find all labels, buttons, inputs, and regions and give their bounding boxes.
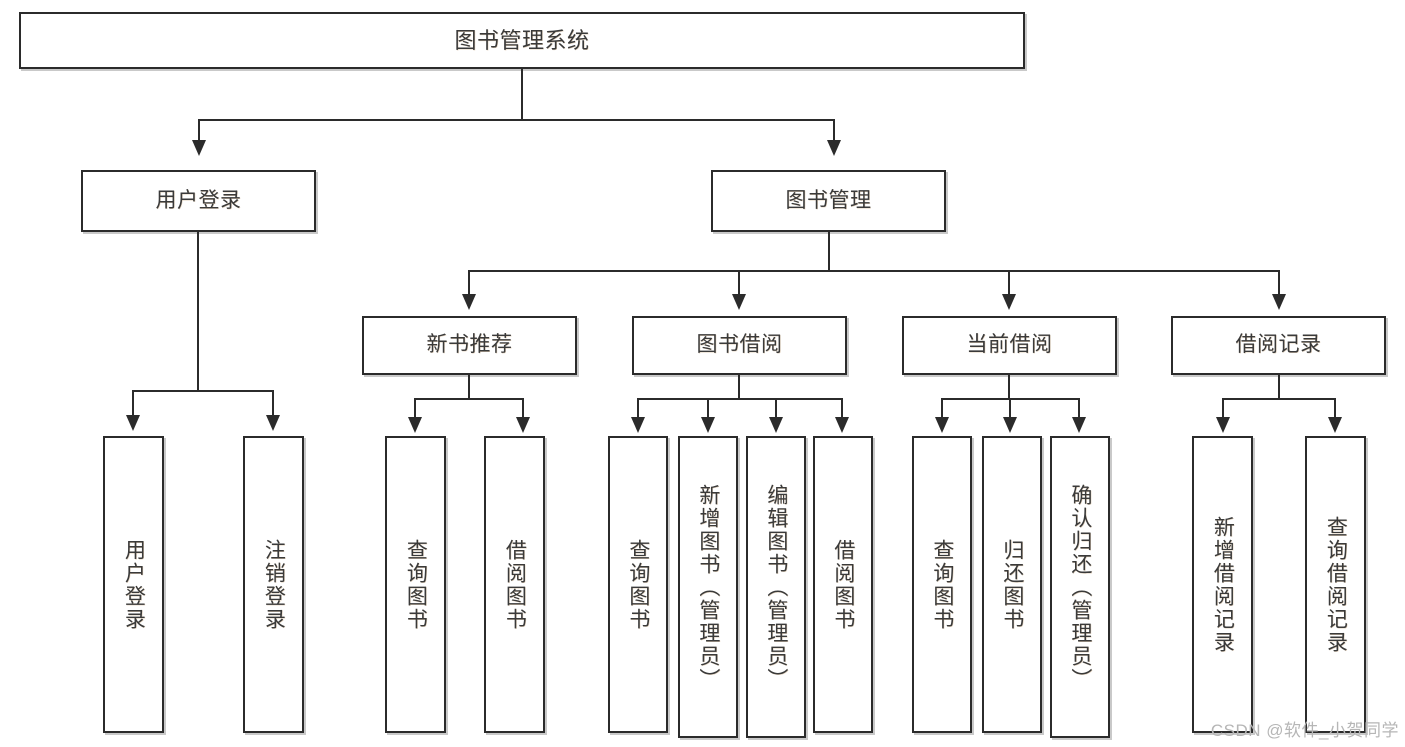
arrowhead-borrow-record-leaf-2 xyxy=(1328,417,1342,433)
leaf-label: 编辑图书（管理员） xyxy=(764,483,788,691)
leaf-add-book-admin[interactable]: 新增图书（管理员） xyxy=(678,436,738,738)
connector-current-borrow-branch-2 xyxy=(1009,398,1011,419)
connector-user-login-bus xyxy=(132,390,274,392)
connector-book-borrow-branch-4 xyxy=(841,398,843,419)
leaf-borrow-book-new[interactable]: 借阅图书 xyxy=(484,436,545,733)
arrowhead-to-book-borrow xyxy=(732,294,746,310)
arrowhead-borrow-record-leaf-1 xyxy=(1216,417,1230,433)
leaf-confirm-return-admin[interactable]: 确认归还（管理员） xyxy=(1050,436,1110,738)
connector-book-management-stem xyxy=(828,232,830,272)
connector-new-book-branch-2 xyxy=(522,398,524,419)
node-label: 新书推荐 xyxy=(426,333,513,357)
leaf-logout[interactable]: 注销登录 xyxy=(243,436,304,733)
connector-user-login-stem xyxy=(197,232,199,392)
leaf-borrow-book[interactable]: 借阅图书 xyxy=(813,436,873,733)
connector-to-new-book xyxy=(468,270,470,296)
leaf-label: 借阅图书 xyxy=(831,538,855,631)
leaf-label: 查询图书 xyxy=(626,538,650,631)
arrowhead-user-login-leaf-1 xyxy=(126,415,140,431)
node-label: 图书借阅 xyxy=(696,333,783,357)
leaf-add-borrow-record[interactable]: 新增借阅记录 xyxy=(1192,436,1253,733)
leaf-label: 新增图书（管理员） xyxy=(696,483,720,691)
connector-current-borrow-branch-3 xyxy=(1078,398,1080,419)
leaf-user-login[interactable]: 用户登录 xyxy=(103,436,164,733)
connector-new-book-branch-1 xyxy=(414,398,416,419)
connector-root-to-user-login xyxy=(198,119,200,142)
leaf-label: 注销登录 xyxy=(262,538,286,631)
leaf-label: 查询图书 xyxy=(404,538,428,631)
leaf-label: 查询借阅记录 xyxy=(1324,515,1348,654)
node-book-management[interactable]: 图书管理 xyxy=(711,170,946,232)
arrowhead-user-login-leaf-2 xyxy=(266,415,280,431)
arrowhead-to-user-login xyxy=(192,140,206,156)
arrowhead-book-borrow-leaf-3 xyxy=(769,417,783,433)
leaf-label: 归还图书 xyxy=(1000,538,1024,631)
connector-to-current-borrow xyxy=(1008,270,1010,296)
watermark-text: CSDN @软件_小贺同学 xyxy=(1210,721,1399,740)
arrowhead-current-borrow-leaf-2 xyxy=(1003,417,1017,433)
connector-root-stem xyxy=(521,69,523,120)
node-current-borrow[interactable]: 当前借阅 xyxy=(902,316,1117,375)
arrowhead-book-borrow-leaf-2 xyxy=(701,417,715,433)
arrowhead-current-borrow-leaf-3 xyxy=(1072,417,1086,433)
leaf-return-book[interactable]: 归还图书 xyxy=(982,436,1042,733)
leaf-label: 确认归还（管理员） xyxy=(1068,483,1092,691)
connector-root-to-book-management xyxy=(833,119,835,142)
leaf-query-book-current[interactable]: 查询图书 xyxy=(912,436,972,733)
leaf-query-book-borrow[interactable]: 查询图书 xyxy=(608,436,668,733)
node-borrow-record[interactable]: 借阅记录 xyxy=(1171,316,1386,375)
leaf-label: 用户登录 xyxy=(122,538,146,631)
connector-to-book-borrow xyxy=(738,270,740,296)
connector-new-book-stem xyxy=(468,375,470,400)
connector-book-borrow-branch-3 xyxy=(775,398,777,419)
connector-root-bus xyxy=(198,119,835,121)
leaf-query-book-new[interactable]: 查询图书 xyxy=(385,436,446,733)
node-root-book-management-system[interactable]: 图书管理系统 xyxy=(19,12,1025,69)
leaf-edit-book-admin[interactable]: 编辑图书（管理员） xyxy=(746,436,806,738)
connector-book-borrow-branch-2 xyxy=(707,398,709,419)
arrowhead-to-current-borrow xyxy=(1002,294,1016,310)
connector-borrow-record-bus xyxy=(1222,398,1336,400)
leaf-label: 查询图书 xyxy=(930,538,954,631)
connector-current-borrow-stem xyxy=(1008,375,1010,400)
node-label: 图书管理 xyxy=(785,188,872,212)
leaf-label: 借阅图书 xyxy=(503,538,527,631)
connector-borrow-record-branch-2 xyxy=(1334,398,1336,419)
connector-book-borrow-stem xyxy=(738,375,740,400)
arrowhead-book-borrow-leaf-4 xyxy=(835,417,849,433)
arrowhead-to-book-management xyxy=(827,140,841,156)
arrowhead-new-book-leaf-2 xyxy=(516,417,530,433)
connector-current-borrow-branch-1 xyxy=(941,398,943,419)
connector-level3-bus xyxy=(468,270,1280,272)
leaf-query-borrow-record[interactable]: 查询借阅记录 xyxy=(1305,436,1366,733)
node-new-book-recommend[interactable]: 新书推荐 xyxy=(362,316,577,375)
connector-new-book-bus xyxy=(414,398,524,400)
arrowhead-book-borrow-leaf-1 xyxy=(631,417,645,433)
node-book-borrow[interactable]: 图书借阅 xyxy=(632,316,847,375)
node-user-login[interactable]: 用户登录 xyxy=(81,170,316,232)
arrowhead-new-book-leaf-1 xyxy=(408,417,422,433)
connector-to-borrow-record xyxy=(1278,270,1280,296)
node-label: 当前借阅 xyxy=(966,333,1053,357)
arrowhead-current-borrow-leaf-1 xyxy=(935,417,949,433)
node-label: 图书管理系统 xyxy=(454,27,590,53)
connector-borrow-record-branch-1 xyxy=(1222,398,1224,419)
connector-book-borrow-branch-1 xyxy=(637,398,639,419)
arrowhead-to-borrow-record xyxy=(1272,294,1286,310)
connector-book-borrow-bus xyxy=(637,398,843,400)
connector-borrow-record-stem xyxy=(1278,375,1280,400)
arrowhead-to-new-book xyxy=(462,294,476,310)
node-label: 借阅记录 xyxy=(1235,333,1322,357)
node-label: 用户登录 xyxy=(155,188,242,212)
connector-user-login-branch-2 xyxy=(272,390,274,417)
leaf-label: 新增借阅记录 xyxy=(1211,515,1235,654)
connector-user-login-branch-1 xyxy=(132,390,134,417)
